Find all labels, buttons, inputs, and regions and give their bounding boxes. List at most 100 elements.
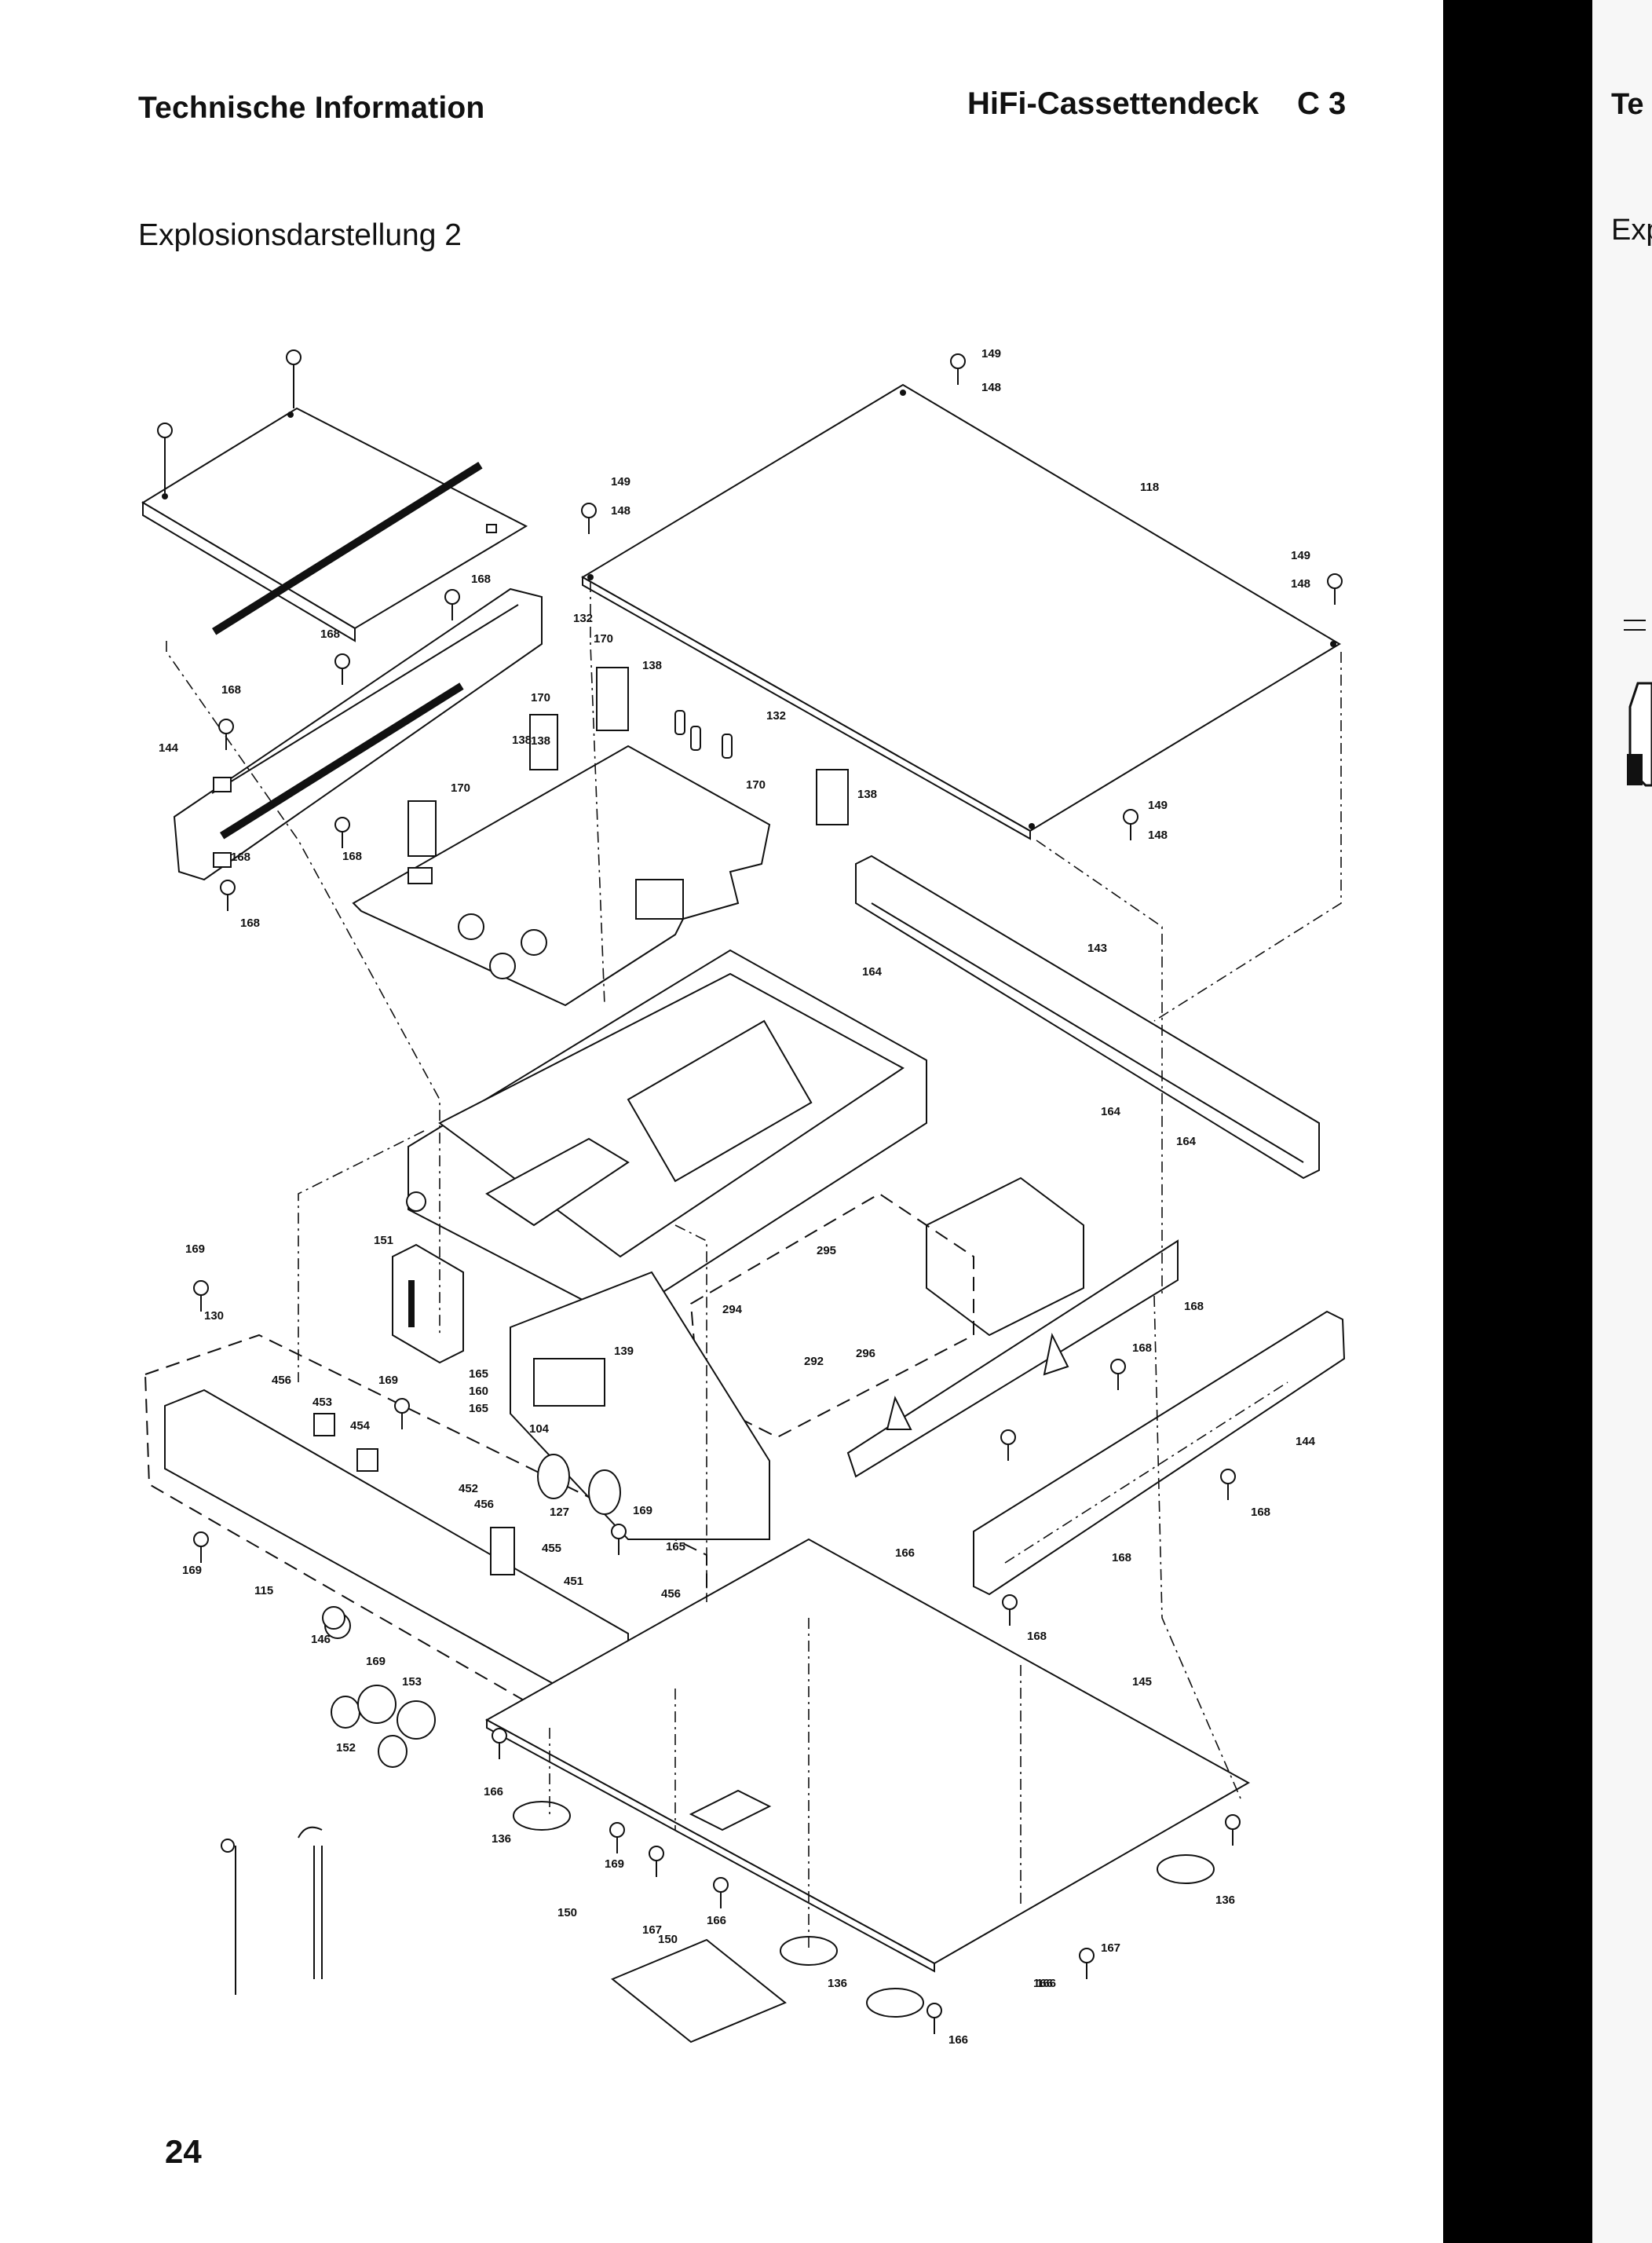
- diagram-subtitle: Explosionsdarstellung 2: [138, 218, 462, 252]
- bottom-plate-145: [484, 1538, 1251, 1973]
- adjacent-page-part-icon: [1627, 682, 1652, 787]
- header-right-title: HiFi-Cassettendeck: [967, 86, 1259, 121]
- part-label-168: 168: [1184, 1300, 1204, 1313]
- part-label-168: 168: [231, 851, 250, 864]
- feet-136: [513, 1801, 1215, 2018]
- part-label-149: 149: [981, 347, 1001, 360]
- part-number-labels: 1491481181491481491481681321701381681681…: [159, 347, 1316, 2047]
- part-label-138: 138: [531, 734, 550, 748]
- assembly-guide-lines: [166, 581, 1342, 1948]
- part-label-144: 144: [159, 741, 179, 755]
- part-label-149: 149: [1291, 549, 1310, 562]
- part-label-170: 170: [746, 778, 766, 792]
- part-label-136: 136: [1215, 1894, 1235, 1907]
- part-label-138: 138: [512, 734, 532, 747]
- part-label-164: 164: [1176, 1135, 1197, 1148]
- part-label-145: 145: [1132, 1675, 1152, 1689]
- part-label-170: 170: [594, 632, 613, 646]
- part-label-455: 455: [542, 1542, 561, 1555]
- part-label-454: 454: [350, 1419, 371, 1433]
- part-label-165: 165: [666, 1540, 685, 1553]
- part-label-148: 148: [611, 504, 630, 518]
- part-label-168: 168: [1027, 1630, 1047, 1643]
- part-label-164: 164: [1101, 1105, 1121, 1118]
- part-label-167: 167: [1101, 1941, 1120, 1955]
- part-label-136: 136: [492, 1832, 511, 1846]
- fuse-group: [674, 710, 733, 759]
- part-label-453: 453: [312, 1396, 332, 1409]
- part-label-168: 168: [320, 628, 340, 641]
- loose-sheet: [611, 1938, 787, 2044]
- side-rail-left-144: [173, 462, 543, 881]
- bracket-138-c: [408, 800, 437, 857]
- part-label-160: 160: [469, 1385, 488, 1398]
- part-label-451: 451: [564, 1575, 583, 1588]
- part-label-132: 132: [573, 612, 593, 625]
- adjacent-page-subtitle-fragment: Exp: [1611, 214, 1652, 247]
- part-label-169: 169: [378, 1374, 398, 1387]
- part-label-166: 166: [895, 1546, 915, 1560]
- part-label-148: 148: [981, 381, 1001, 394]
- bracket-138-a: [596, 667, 629, 731]
- part-label-152: 152: [336, 1741, 356, 1755]
- part-label-167: 167: [642, 1923, 662, 1937]
- adjacent-page: [1592, 0, 1652, 2243]
- part-label-166: 166: [1036, 1977, 1056, 1990]
- page-number: 24: [165, 2133, 202, 2170]
- part-label-168: 168: [1112, 1551, 1131, 1564]
- pcb-151: [392, 1243, 464, 1364]
- part-label-151: 151: [374, 1234, 393, 1247]
- part-label-144: 144: [1296, 1435, 1316, 1448]
- part-label-166: 166: [484, 1785, 503, 1798]
- part-label-130: 130: [204, 1309, 224, 1323]
- part-label-456: 456: [474, 1498, 494, 1511]
- header-model-code: C 3: [1297, 86, 1347, 121]
- part-label-296: 296: [856, 1347, 875, 1360]
- tool-screwdriver: [221, 1839, 236, 1995]
- part-label-168: 168: [471, 573, 491, 586]
- part-label-146: 146: [311, 1633, 331, 1646]
- part-label-165: 165: [469, 1402, 488, 1415]
- part-label-294: 294: [722, 1303, 743, 1316]
- knobs-152-153: [322, 1606, 436, 1768]
- part-label-148: 148: [1148, 829, 1168, 842]
- part-label-150: 150: [658, 1933, 678, 1946]
- adjacent-page-header-fragment: Te: [1611, 88, 1644, 121]
- part-label-143: 143: [1087, 942, 1107, 955]
- part-label-168: 168: [1251, 1506, 1270, 1519]
- part-label-166: 166: [948, 2033, 968, 2047]
- part-label-168: 168: [221, 683, 241, 697]
- tool-hex-key: [298, 1826, 323, 1979]
- book-spine-shadow: [1443, 0, 1592, 2243]
- part-label-292: 292: [804, 1355, 824, 1368]
- part-label-136: 136: [828, 1977, 847, 1990]
- part-label-118: 118: [1140, 481, 1159, 494]
- panel-139: [510, 1271, 770, 1540]
- part-label-166: 166: [707, 1914, 726, 1927]
- part-label-169: 169: [366, 1655, 386, 1668]
- part-label-148: 148: [1291, 577, 1310, 591]
- part-label-138: 138: [857, 788, 877, 801]
- chassis-frame-right: [846, 1176, 1179, 1478]
- top-cover-118: [581, 383, 1341, 840]
- part-label-456: 456: [661, 1587, 681, 1601]
- part-label-165: 165: [469, 1367, 488, 1381]
- part-label-452: 452: [459, 1482, 478, 1495]
- part-label-169: 169: [605, 1857, 624, 1871]
- chassis-mechanism: [406, 949, 927, 1321]
- bracket-138-d: [816, 769, 849, 825]
- part-label-132: 132: [766, 709, 786, 723]
- part-label-149: 149: [611, 475, 630, 488]
- part-label-164: 164: [862, 965, 883, 979]
- header-left-title: Technische Information: [138, 91, 485, 125]
- part-label-139: 139: [614, 1345, 634, 1358]
- part-label-295: 295: [817, 1244, 836, 1257]
- part-label-169: 169: [182, 1564, 202, 1577]
- part-label-169: 169: [633, 1504, 652, 1517]
- part-label-138: 138: [642, 659, 662, 672]
- pcb-cover-plate: [141, 407, 528, 642]
- part-label-170: 170: [451, 781, 470, 795]
- part-label-166: 166: [1033, 1977, 1053, 1990]
- part-label-149: 149: [1148, 799, 1168, 812]
- part-label-153: 153: [402, 1675, 422, 1689]
